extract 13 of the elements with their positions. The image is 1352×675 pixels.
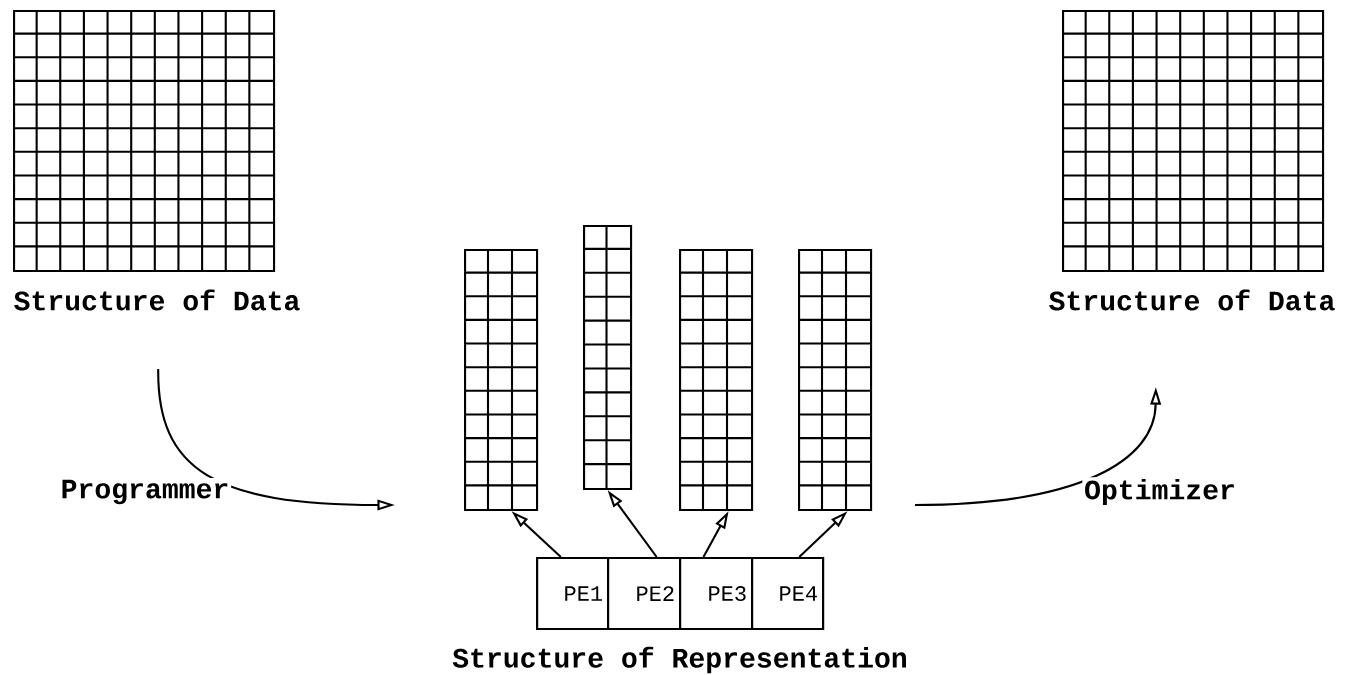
node-label: Structure of Representation xyxy=(452,646,906,674)
pe-cell: PE3 xyxy=(679,557,754,631)
edge-label: Programmer xyxy=(58,478,232,506)
pe-cell: PE4 xyxy=(751,557,825,631)
grid xyxy=(583,225,633,491)
node-label: Structure of Data xyxy=(1049,289,1335,311)
grid xyxy=(679,249,754,512)
grid xyxy=(798,249,873,512)
grid xyxy=(464,249,539,512)
node-label: Structure of Data xyxy=(14,289,300,311)
edge-label: Optimizer xyxy=(1082,477,1238,507)
pe-cell: PE2 xyxy=(607,557,682,631)
pe-cell: PE1 xyxy=(536,557,610,631)
